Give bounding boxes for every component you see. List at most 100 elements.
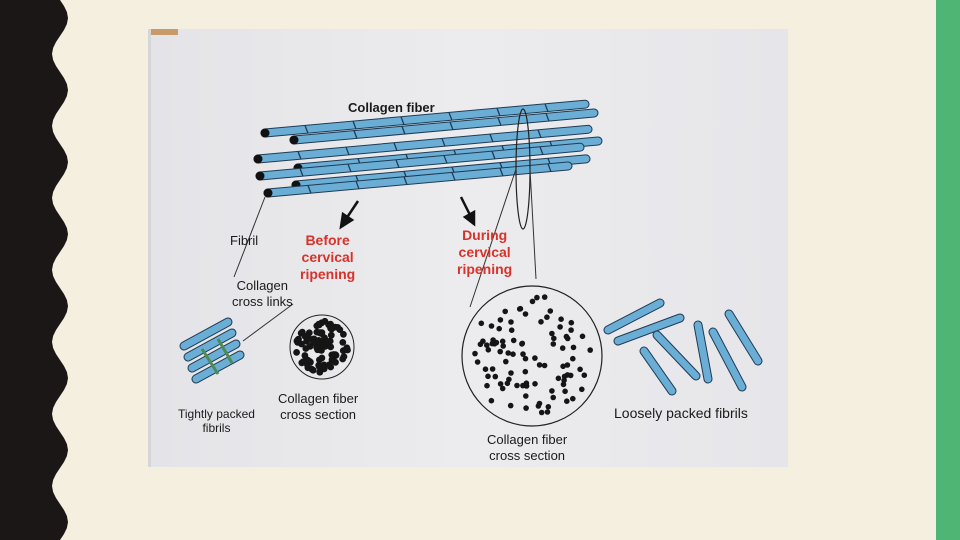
small-section-dot — [316, 346, 323, 354]
fibril-label: Fibril — [230, 233, 259, 248]
fibril-rod — [290, 109, 598, 144]
large-section-dot — [568, 319, 575, 326]
small-section-dot — [302, 345, 310, 352]
large-section-dot — [564, 398, 570, 405]
large-section-dot — [550, 394, 556, 401]
fibril-segment-joint — [449, 121, 454, 131]
wavy-left-border — [0, 0, 68, 540]
large-section-dot — [497, 381, 504, 387]
loose-fibril — [640, 347, 676, 395]
small-section-dot — [298, 359, 306, 367]
large-section-dot — [499, 385, 506, 392]
large-section-dot — [489, 366, 496, 372]
small-cross-section-label: Collagen fiber cross section — [278, 391, 358, 422]
large-section-dot — [474, 359, 481, 365]
small-section-dot — [332, 358, 339, 366]
large-section-dot — [532, 381, 538, 387]
large-section-dot — [477, 341, 484, 348]
large-section-dot — [538, 319, 544, 325]
large-cross-section-dots — [472, 294, 593, 416]
small-section-dot — [293, 337, 301, 345]
large-section-dot — [508, 370, 514, 376]
loose-fibril — [653, 331, 700, 380]
during-line-2: cervical — [458, 243, 511, 260]
fibril-segment-joint — [497, 117, 502, 126]
fibril-segment-joint — [491, 150, 496, 160]
section-line-right — [529, 168, 537, 280]
large-section-dot — [506, 376, 512, 383]
large-section-dot — [536, 362, 543, 368]
fibril-segment-joint — [403, 176, 408, 185]
fibril-end-cap — [253, 154, 263, 164]
tight-line-1: Tightly packed — [178, 407, 255, 421]
during-ripening-label: During cervical ripening — [457, 227, 512, 277]
large-section-dot — [560, 363, 566, 370]
small-cross-line-2: cross section — [280, 406, 357, 422]
fibril-segment-joint — [499, 167, 504, 177]
fibril-segment-joint — [352, 120, 357, 130]
tight-fibril — [180, 318, 232, 350]
fibril-segment-joint — [496, 107, 501, 117]
cross-link-pointer-line — [242, 303, 294, 342]
fibril-segment-joint — [451, 172, 456, 181]
fibril-end-cap — [289, 135, 299, 145]
during-line-3: ripening — [457, 260, 513, 277]
small-section-dot — [301, 333, 309, 340]
fibril-segment-joint — [297, 151, 302, 160]
large-section-dot — [529, 298, 536, 305]
large-section-dot — [538, 409, 545, 416]
fibril-pointer-line — [233, 196, 266, 278]
loosely-packed-fibrils — [603, 298, 763, 396]
before-line-2: cervical — [301, 248, 354, 265]
small-section-dot — [340, 330, 347, 338]
fibril-rod — [294, 137, 602, 172]
during-line-1: During — [462, 227, 508, 243]
collagen-fiber-label: Collagen fiber — [348, 100, 435, 115]
large-section-dot — [502, 308, 509, 315]
large-section-dot — [503, 358, 509, 365]
large-section-dot — [482, 366, 489, 373]
fibril-rod — [292, 155, 590, 189]
large-section-dot — [536, 400, 543, 407]
fibril-rod — [261, 100, 589, 137]
fibril-segment-joint — [448, 112, 453, 121]
large-section-dot — [560, 381, 567, 388]
arrow-before — [339, 200, 360, 230]
large-section-dot — [550, 341, 557, 347]
fibril-segment-joint — [353, 130, 358, 139]
large-section-dot — [532, 355, 538, 361]
large-section-dot — [544, 314, 550, 321]
large-section-dot — [559, 345, 566, 351]
small-section-dot — [318, 354, 326, 362]
loose-fibril — [694, 321, 712, 383]
fibril-segment-joint — [395, 159, 400, 168]
large-section-dot — [522, 368, 529, 375]
large-section-dot — [505, 350, 512, 356]
before-line-3: ripening — [300, 265, 356, 282]
large-section-dot — [547, 308, 554, 314]
large-section-dot — [561, 377, 567, 384]
large-section-dot — [587, 347, 593, 353]
large-section-dot — [485, 373, 491, 380]
fibril-segment-joint — [489, 133, 494, 143]
large-section-dot — [497, 348, 504, 355]
small-section-dot — [324, 338, 331, 345]
fibril-segment-joint — [545, 113, 550, 122]
before-ripening-label: Before cervical ripening — [300, 232, 355, 282]
large-section-dot — [555, 375, 562, 382]
small-section-dot — [327, 331, 335, 339]
fibril-segment-joint — [299, 168, 304, 177]
green-accent-stripe — [936, 0, 960, 540]
large-section-dot — [563, 333, 570, 340]
large-cross-section-label: Collagen fiber cross section — [487, 432, 567, 463]
large-section-dot — [564, 362, 571, 368]
large-section-dot — [579, 333, 586, 340]
large-section-dot — [484, 382, 490, 389]
fibril-segment-joint — [393, 142, 398, 151]
small-section-dot — [328, 325, 335, 333]
fibril-segment-joint — [443, 155, 448, 164]
tightly-packed-fibrils — [179, 317, 245, 384]
small-section-dot — [339, 355, 347, 363]
photo-paper — [148, 29, 788, 467]
tightly-packed-label: Tightly packed fibrils — [178, 407, 255, 436]
